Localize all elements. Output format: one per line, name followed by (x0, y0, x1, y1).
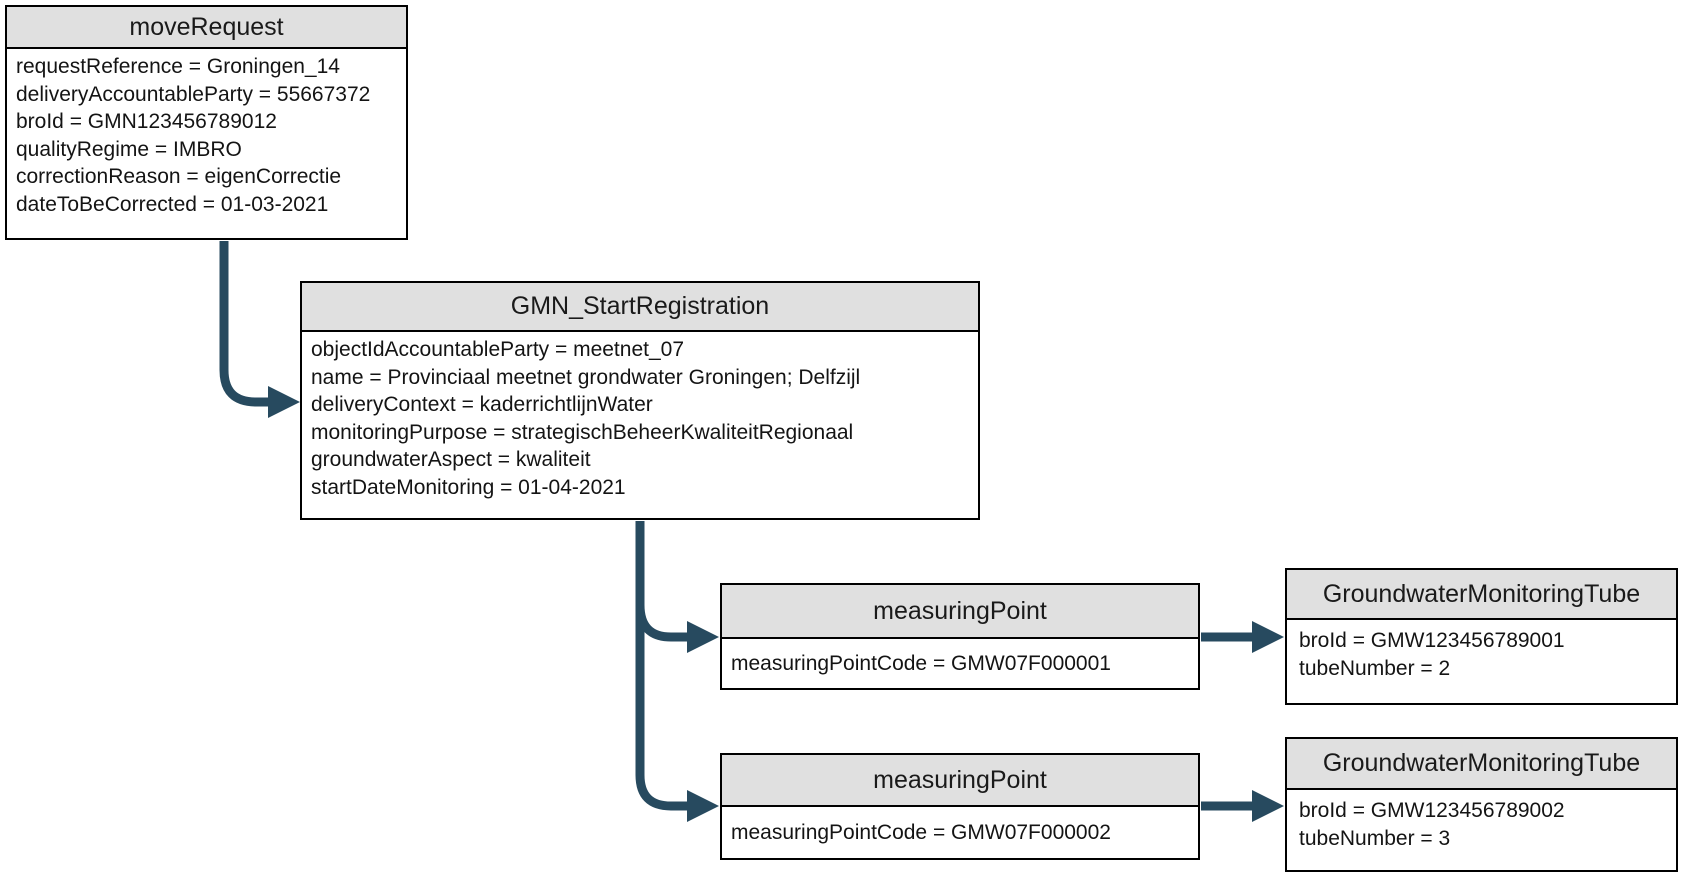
attribute-line: qualityRegime = IMBRO (16, 137, 242, 161)
attribute-line: deliveryAccountableParty = 55667372 (16, 82, 371, 106)
attribute-line: startDateMonitoring = 01-04-2021 (311, 475, 626, 499)
edge-gmn-to-measuringpoint2 (635, 521, 689, 811)
node-title: moveRequest (129, 12, 284, 41)
arrowhead-gmn-to-measuringpoint2 (687, 790, 719, 822)
attribute-line: tubeNumber = 2 (1299, 656, 1451, 680)
node-title: GroundwaterMonitoringTube (1322, 579, 1641, 608)
edge-moverequest-to-gmn (219, 241, 270, 407)
arrowhead-measuringpoint2-to-tube2 (1252, 790, 1284, 822)
attribute-line: measuringPointCode = GMW07F000002 (731, 820, 1111, 844)
node-gmn-start-registration: GMN_StartRegistration objectIdAccountabl… (300, 281, 980, 520)
node-tube-1-attributes: broId = GMW123456789001 tubeNumber = 2 (1287, 620, 1676, 703)
attribute-line: broId = GMN123456789012 (16, 110, 277, 133)
node-title: measuringPoint (873, 765, 1047, 794)
attribute-line: dateToBeCorrected = 01-03-2021 (16, 192, 329, 216)
node-tube-1-title-bar: GroundwaterMonitoringTube (1287, 570, 1676, 620)
attribute-line: correctionReason = eigenCorrectie (16, 165, 342, 188)
attribute-line: broId = GMW123456789002 (1299, 799, 1565, 822)
node-move-request-attributes: requestReference = Groningen_14 delivery… (7, 49, 406, 238)
node-measuring-point-1: measuringPoint measuringPointCode = GMW0… (720, 583, 1200, 690)
node-measuring-point-2-title-bar: measuringPoint (722, 755, 1198, 807)
arrowhead-measuringpoint1-to-tube1 (1252, 621, 1284, 653)
node-tube-2-title-bar: GroundwaterMonitoringTube (1287, 739, 1676, 790)
node-measuring-point-1-attributes: measuringPointCode = GMW07F000001 (722, 639, 1198, 688)
node-tube-2-attributes: broId = GMW123456789002 tubeNumber = 3 (1287, 790, 1676, 870)
node-groundwater-monitoring-tube-1: GroundwaterMonitoringTube broId = GMW123… (1285, 568, 1678, 705)
attribute-line: requestReference = Groningen_14 (16, 55, 340, 78)
node-measuring-point-2: measuringPoint measuringPointCode = GMW0… (720, 753, 1200, 860)
node-gmn-attributes: objectIdAccountableParty = meetnet_07 na… (302, 332, 978, 518)
node-measuring-point-2-attributes: measuringPointCode = GMW07F000002 (722, 807, 1198, 858)
node-title: measuringPoint (873, 596, 1047, 625)
node-move-request-title-bar: moveRequest (7, 7, 406, 49)
attribute-line: deliveryContext = kaderrichtlijnWater (311, 393, 653, 416)
node-move-request: moveRequest requestReference = Groningen… (5, 5, 408, 240)
node-measuring-point-1-title-bar: measuringPoint (722, 585, 1198, 639)
arrowhead-gmn-to-measuringpoint1 (687, 621, 719, 653)
edge-gmn-to-measuringpoint1 (635, 604, 689, 642)
attribute-line: tubeNumber = 3 (1299, 826, 1451, 850)
node-gmn-title-bar: GMN_StartRegistration (302, 283, 978, 332)
attribute-line: monitoringPurpose = strategischBeheerKwa… (311, 420, 854, 444)
attribute-line: measuringPointCode = GMW07F000001 (731, 651, 1111, 675)
node-groundwater-monitoring-tube-2: GroundwaterMonitoringTube broId = GMW123… (1285, 737, 1678, 872)
node-title: GMN_StartRegistration (510, 292, 770, 320)
attribute-line: name = Provinciaal meetnet grondwater Gr… (311, 365, 861, 389)
attribute-line: broId = GMW123456789001 (1299, 629, 1565, 652)
attribute-line: groundwaterAspect = kwaliteit (311, 448, 591, 471)
arrowhead-moverequest-to-gmn (268, 386, 300, 418)
node-title: GroundwaterMonitoringTube (1322, 749, 1641, 777)
attribute-line: objectIdAccountableParty = meetnet_07 (311, 338, 684, 361)
